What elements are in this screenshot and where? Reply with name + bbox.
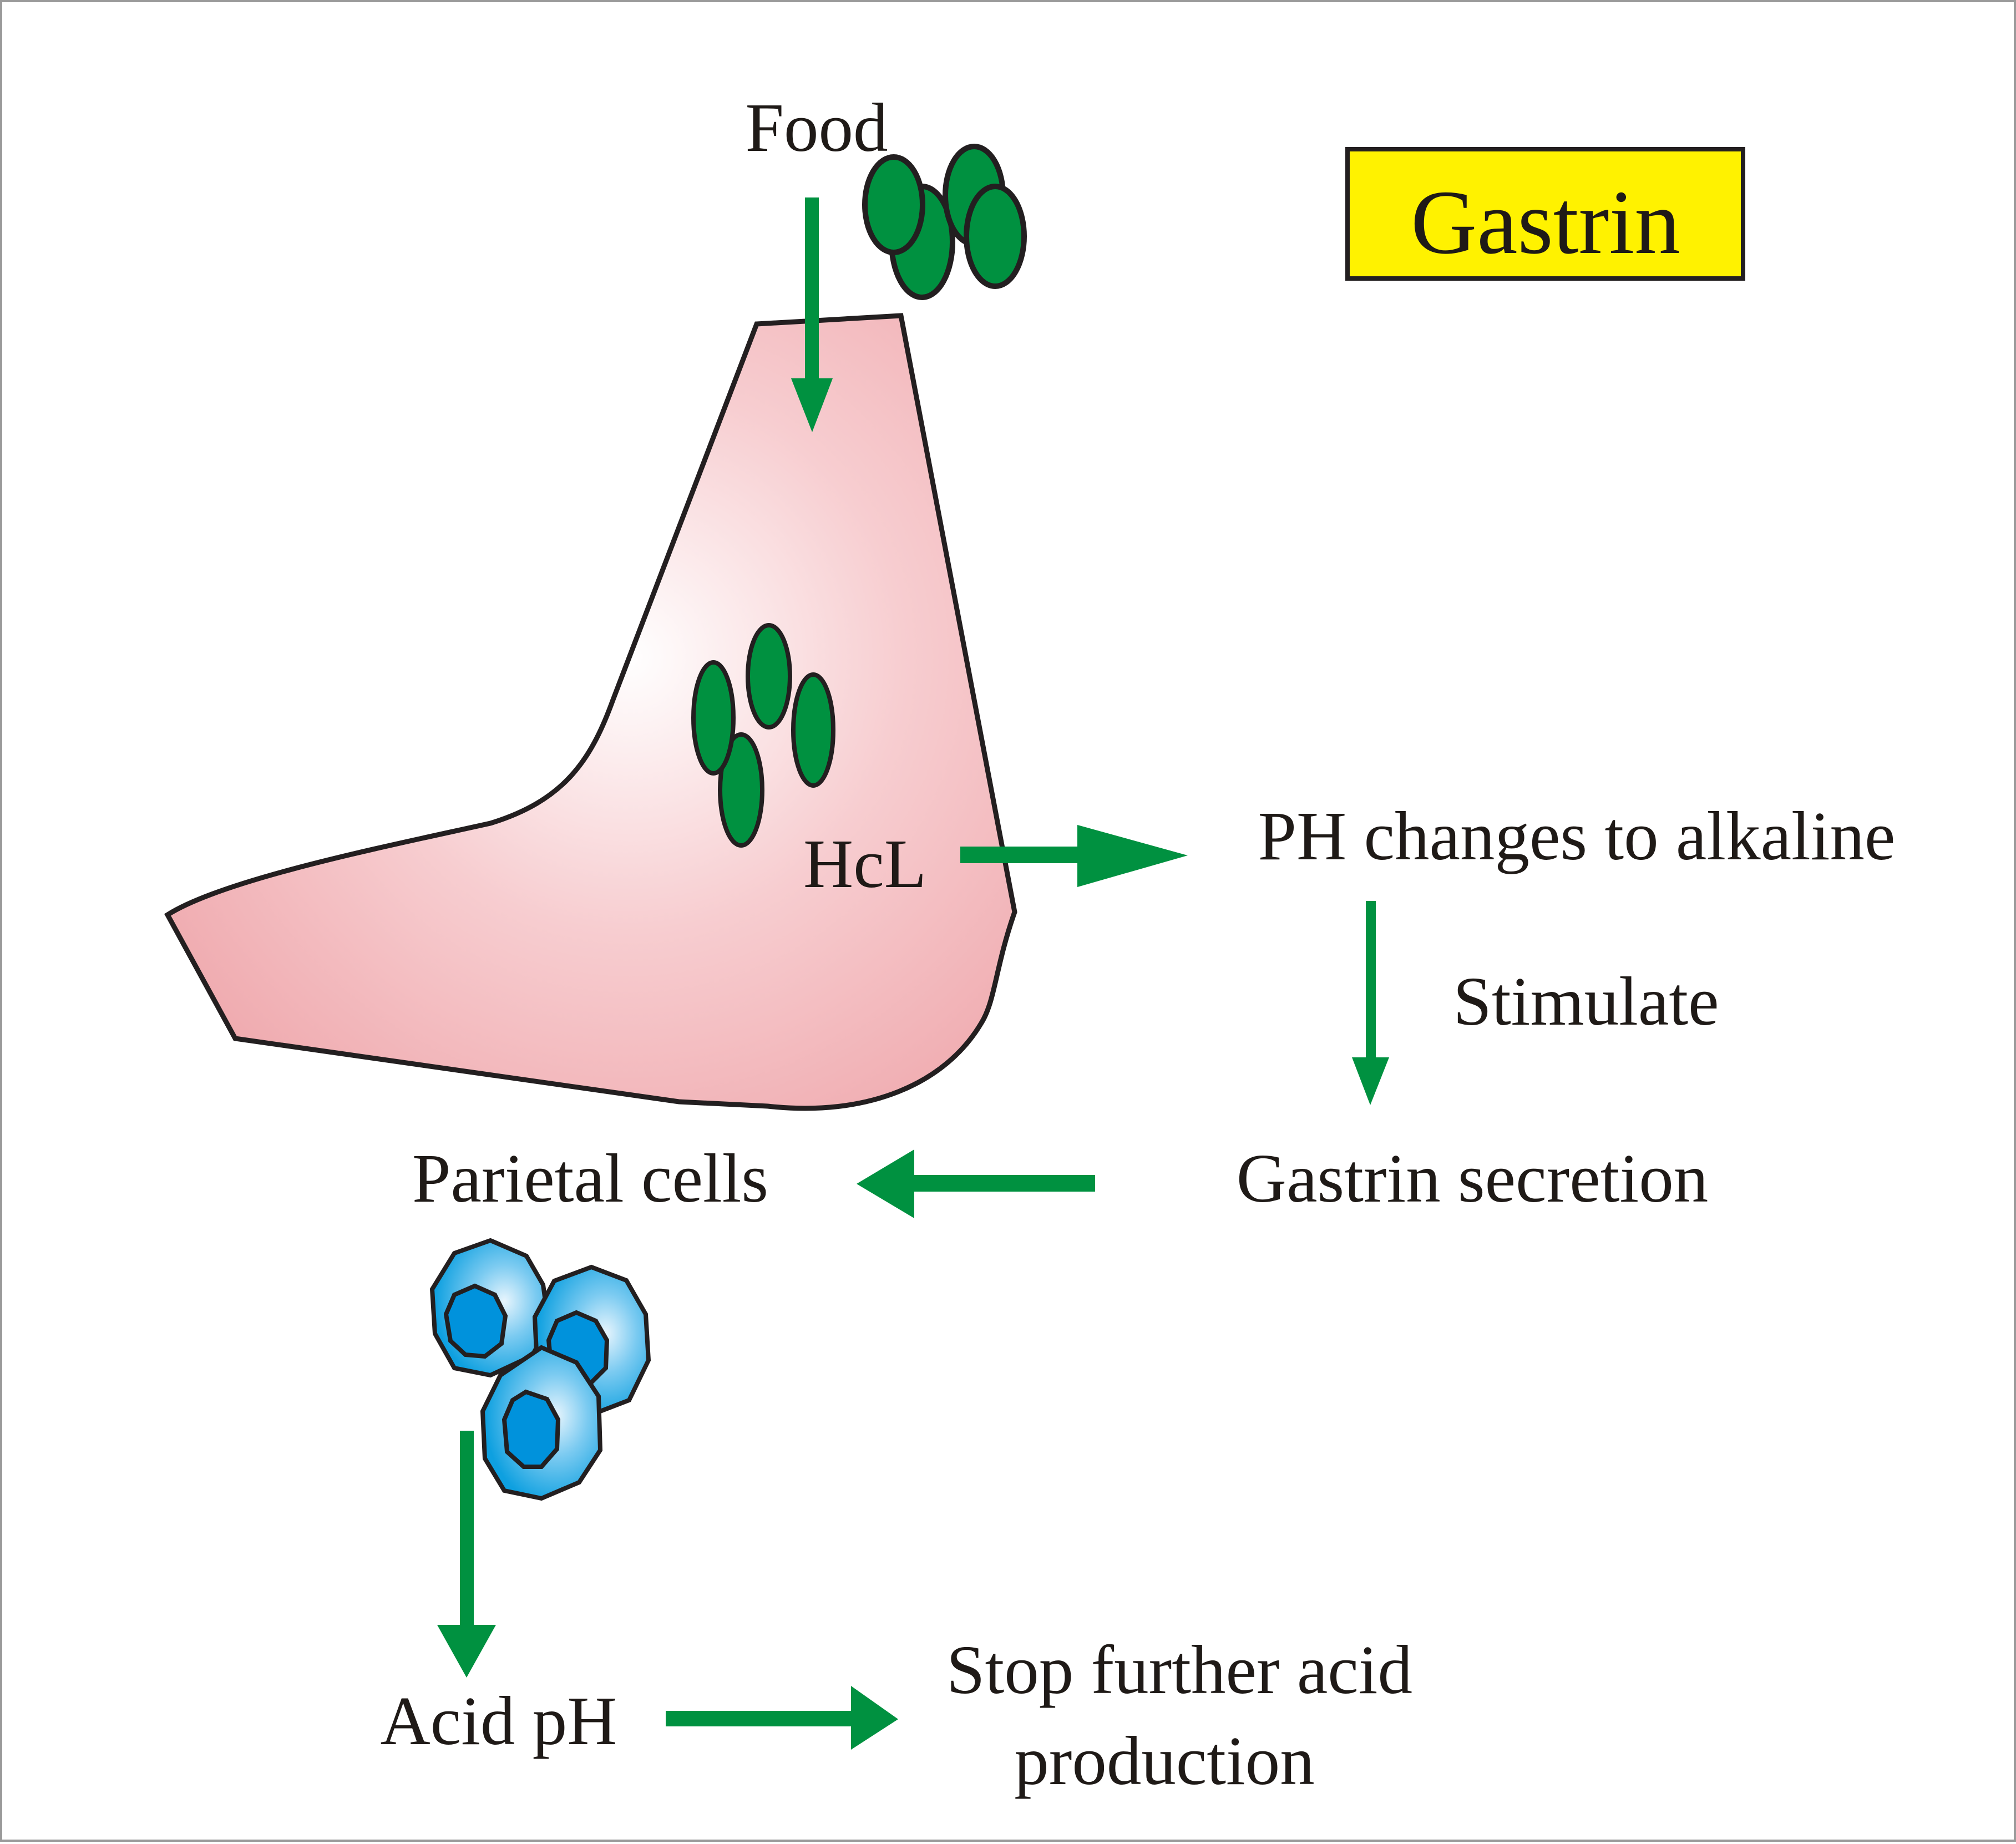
label-gastrin-secretion: Gastrin secretion xyxy=(1237,1141,1708,1217)
label-stop-line2: production xyxy=(1014,1723,1315,1800)
stomach-shape xyxy=(164,313,1017,1111)
label-ph-change: PH changes to alkaline xyxy=(1258,798,1896,875)
label-hcl: HcL xyxy=(803,826,926,903)
hcl-particles-icon xyxy=(691,623,835,848)
label-parietal-cells: Parietal cells xyxy=(412,1141,768,1217)
arrow-gastrin-left xyxy=(857,1149,1095,1218)
arrow-food-down xyxy=(791,197,833,432)
label-food: Food xyxy=(745,90,888,166)
arrow-acid-right xyxy=(666,1686,898,1750)
title-box: Gastrin xyxy=(1345,147,1745,281)
arrow-parietal-down xyxy=(437,1431,496,1678)
parietal-cells-icon xyxy=(429,1238,651,1501)
label-stimulate: Stimulate xyxy=(1453,964,1719,1040)
label-stop-line1: Stop further acid xyxy=(946,1632,1412,1709)
title-text: Gastrin xyxy=(1411,171,1680,273)
arrow-hcl-right xyxy=(960,825,1188,887)
arrow-stimulate-down xyxy=(1352,901,1389,1105)
food-particles-icon xyxy=(862,144,1027,300)
label-acid-ph: Acid pH xyxy=(380,1683,617,1760)
